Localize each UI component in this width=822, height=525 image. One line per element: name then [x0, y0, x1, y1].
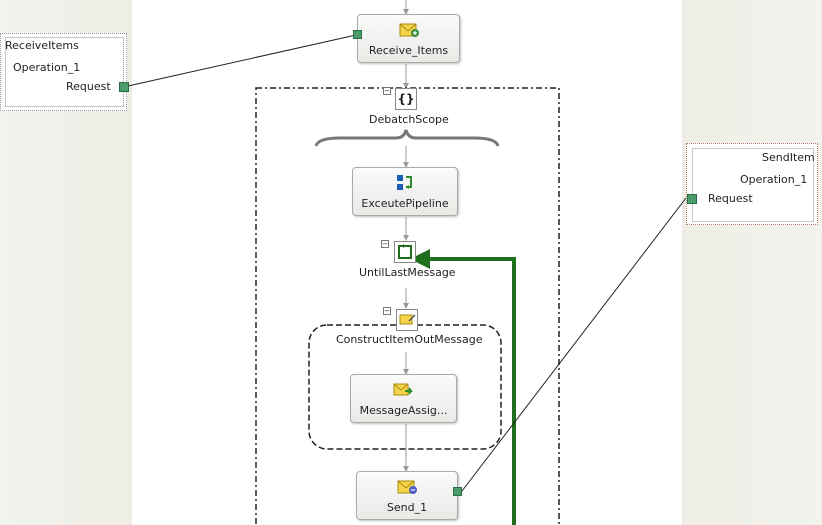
send-port-link [461, 197, 687, 492]
right-port-surface [682, 0, 822, 525]
send-1-label: Send_1 [386, 501, 428, 514]
execute-pipeline-shape[interactable]: ExceutePipeline [352, 167, 458, 216]
construct-message-label: ConstructItemOutMessage [336, 333, 483, 346]
receive-port-connector-icon[interactable] [119, 82, 129, 92]
receive-port-message: Request [66, 80, 111, 93]
execute-pipeline-label: ExceutePipeline [361, 197, 449, 210]
message-assign-shape[interactable]: MessageAssig... [350, 374, 457, 423]
scope-brace [314, 129, 500, 147]
receive-items-label: Receive_Items [368, 44, 449, 57]
message-assign-label: MessageAssig... [359, 404, 448, 417]
pipeline-icon [397, 175, 412, 190]
send-port-operation: Operation_1 [740, 173, 808, 186]
envelope-send-icon [397, 480, 417, 494]
send-port[interactable]: SendItem Operation_1 Request [686, 143, 818, 225]
receive-port[interactable]: ReceiveItems Operation_1 Request [0, 33, 129, 111]
loop-back-line [410, 249, 516, 525]
receive-items-shape[interactable]: Receive_Items [357, 14, 460, 63]
send-port-message: Request [708, 192, 753, 205]
receive-items-port-connector-icon[interactable] [353, 30, 362, 39]
construct-collapse-icon[interactable]: − [383, 307, 391, 315]
scope-braces-icon: {} [395, 88, 417, 110]
send-port-name: SendItem [762, 151, 815, 164]
message-assign-icon [393, 383, 413, 396]
loop-icon [394, 241, 416, 263]
envelope-receive-icon [399, 23, 419, 37]
receive-port-link [127, 34, 357, 87]
debatch-scope-border [255, 87, 560, 525]
until-loop-collapse-icon[interactable]: − [381, 240, 389, 248]
send-1-shape[interactable]: Send_1 [356, 471, 458, 520]
receive-port-name: ReceiveItems [5, 39, 79, 52]
send-1-port-connector-icon[interactable] [453, 487, 462, 496]
receive-port-operation: Operation_1 [13, 61, 81, 74]
debatch-scope-collapse-icon[interactable]: − [383, 87, 391, 95]
send-port-connector-icon[interactable] [687, 194, 697, 204]
until-last-message-label: UntilLastMessage [359, 266, 456, 279]
debatch-scope-label: DebatchScope [369, 113, 449, 126]
construct-message-icon [396, 309, 418, 331]
